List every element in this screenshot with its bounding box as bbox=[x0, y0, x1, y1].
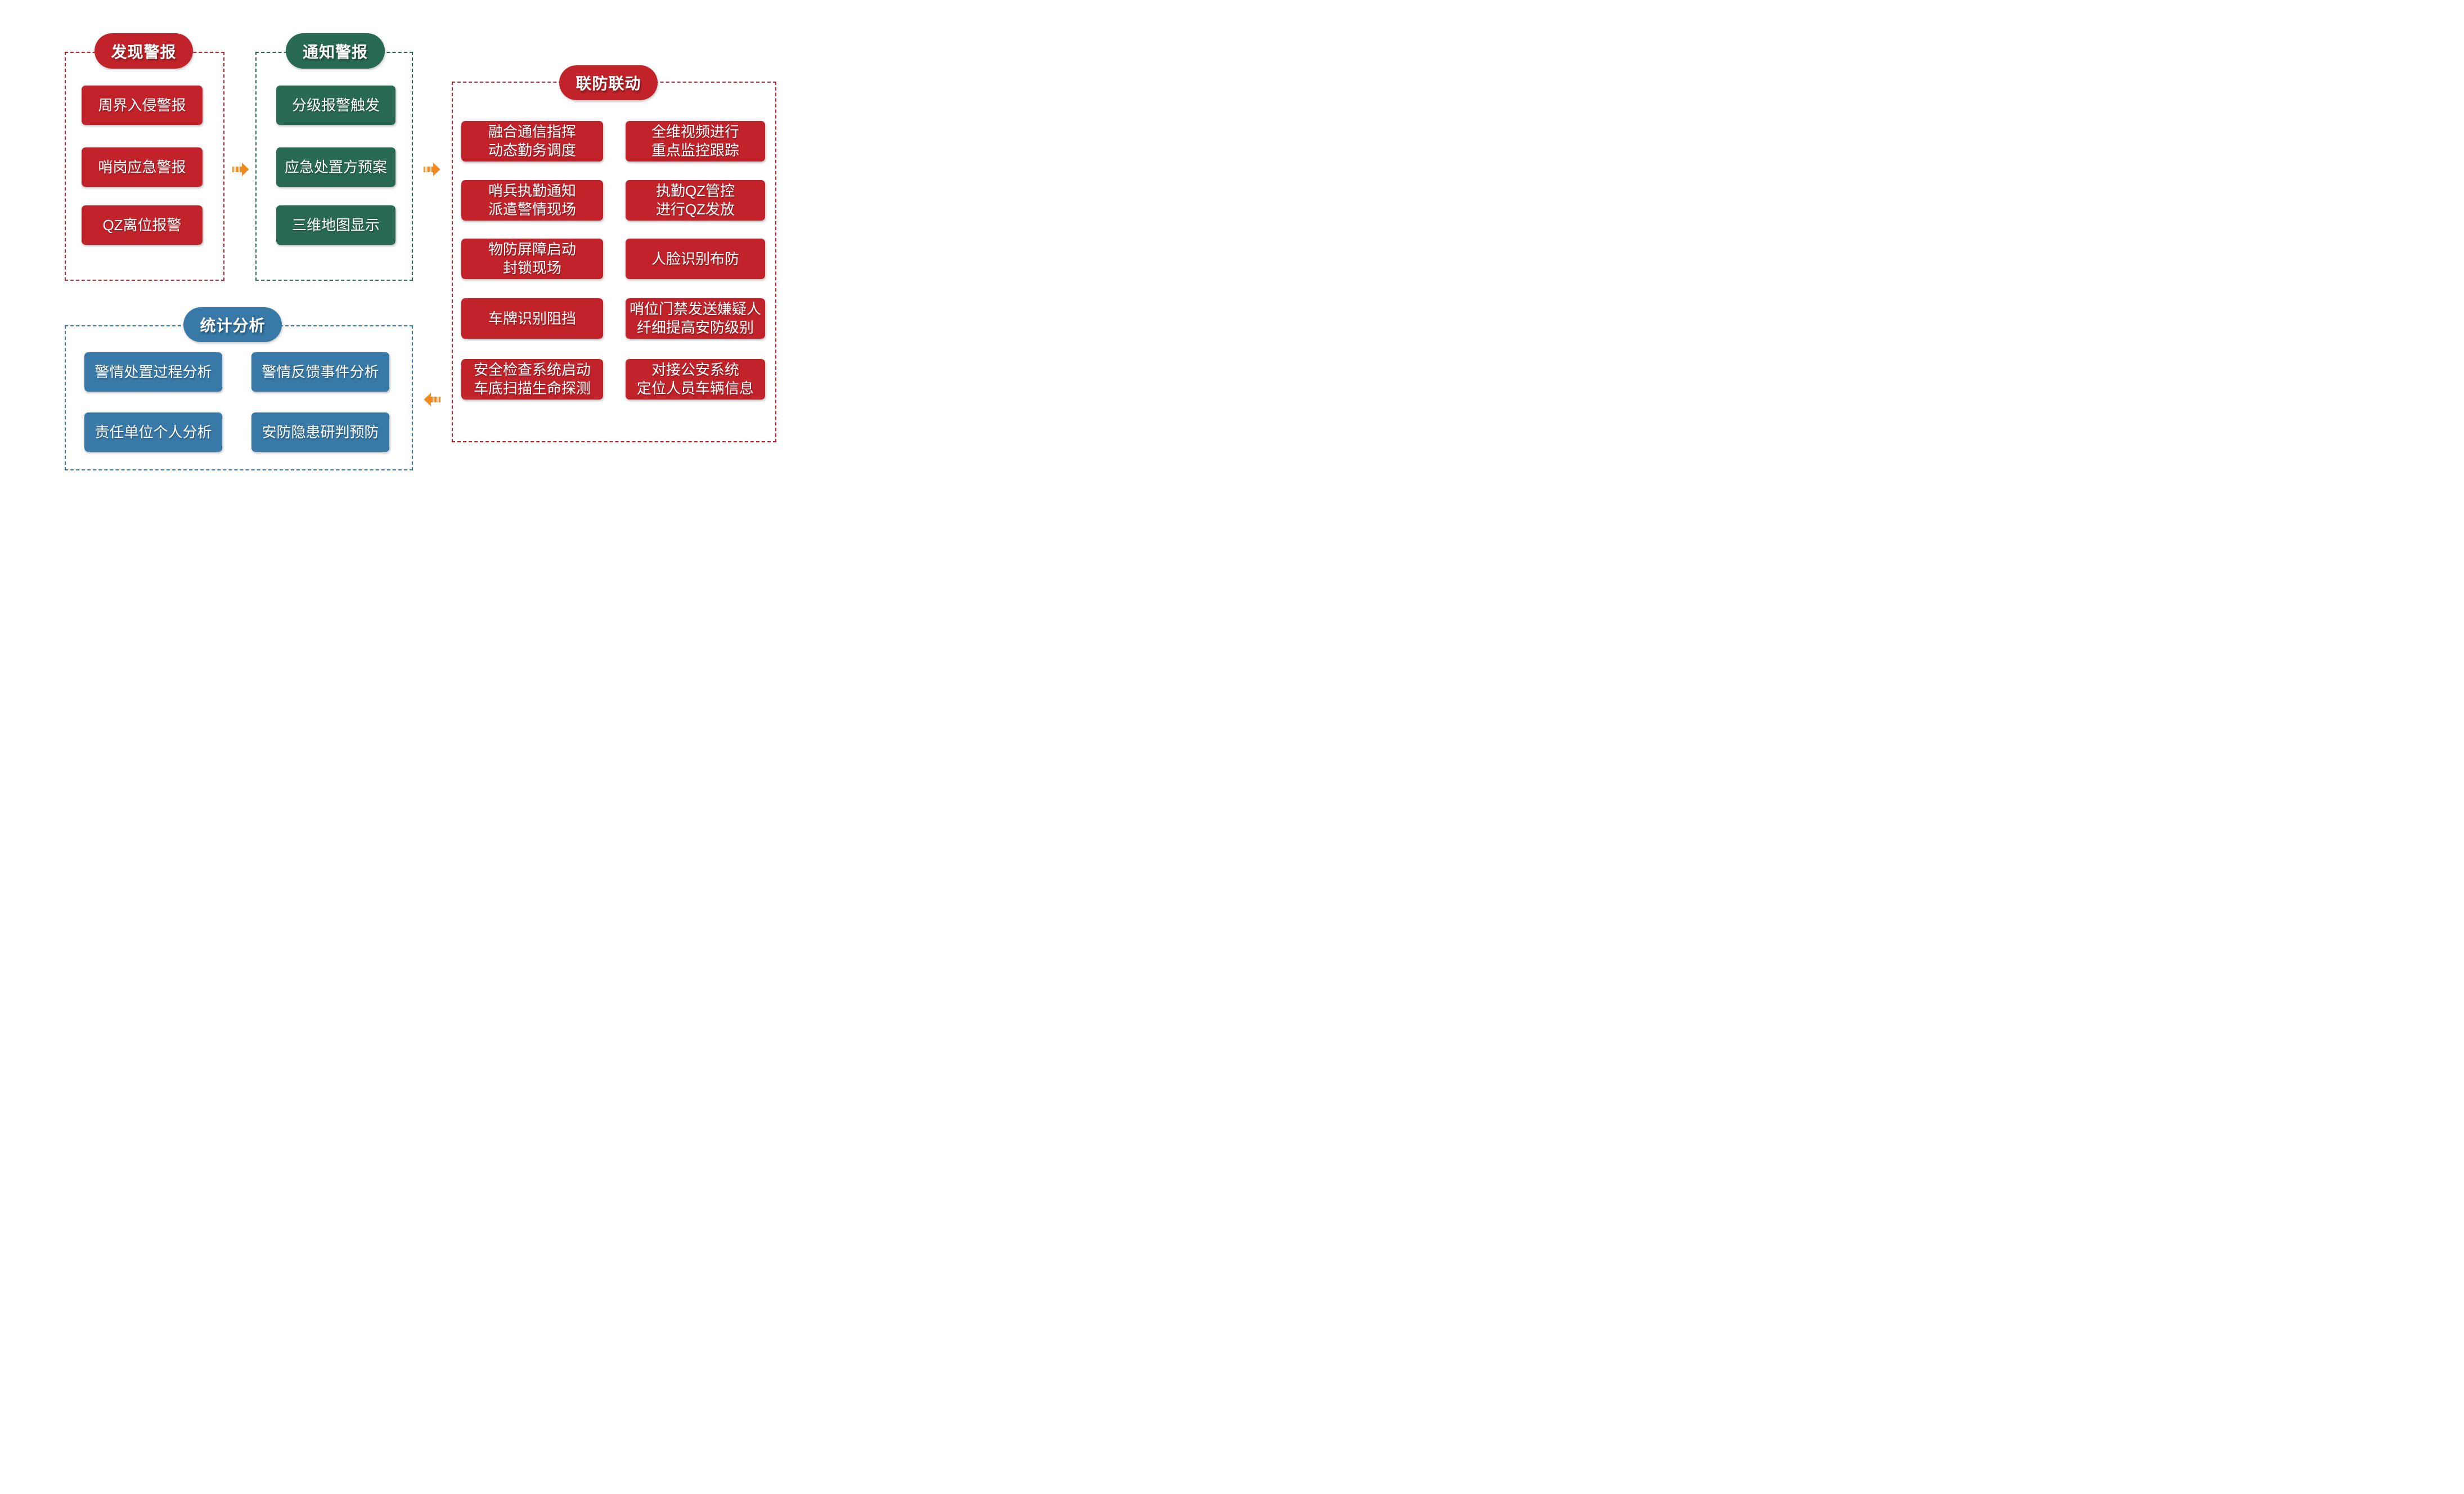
node-label: 哨岗应急警报 bbox=[98, 158, 186, 176]
node-label-line1: 对接公安系统 bbox=[651, 361, 739, 378]
node-label: 应急处置方预案 bbox=[284, 158, 387, 176]
node-face-recognition-deploy: 人脸识别布防 bbox=[626, 239, 765, 279]
node-label-line1: 人脸识别布防 bbox=[651, 250, 739, 267]
discover-title-label: 发现警报 bbox=[111, 43, 177, 61]
node-label-line2: 封锁现场 bbox=[502, 259, 561, 276]
node-label: 警情处置过程分析 bbox=[95, 363, 212, 380]
node-label: 周界入侵警报 bbox=[98, 96, 186, 114]
node-label-line2: 进行QZ发放 bbox=[655, 201, 735, 218]
node-label-line2: 派遣警情现场 bbox=[488, 201, 576, 218]
node-label: 警情反馈事件分析 bbox=[262, 363, 379, 380]
flow-arrow-left-icon bbox=[424, 392, 440, 407]
notify-title-label: 通知警报 bbox=[302, 43, 368, 61]
diagram-canvas: 发现警报 周界入侵警报 哨岗应急警报 QZ离位报警 通知警报 分级报警触发 应急… bbox=[0, 0, 821, 498]
stats-section-title: 统计分析 bbox=[183, 307, 282, 342]
stats-title-label: 统计分析 bbox=[200, 317, 266, 334]
node-physical-barrier-lockdown: 物防屏障启动 封锁现场 bbox=[461, 239, 603, 279]
node-label-line2: 车底扫描生命探测 bbox=[473, 380, 591, 397]
node-label: 三维地图显示 bbox=[291, 216, 380, 234]
discover-section-title: 发现警报 bbox=[95, 33, 193, 69]
node-emergency-response-plan: 应急处置方预案 bbox=[276, 147, 395, 187]
node-label-line1: 哨兵执勤通知 bbox=[488, 182, 576, 199]
node-label: 责任单位个人分析 bbox=[95, 423, 212, 441]
node-security-check-underbody-scan: 安全检查系统启动 车底扫描生命探测 bbox=[461, 359, 603, 400]
node-label-line1: 安全检查系统启动 bbox=[473, 361, 591, 378]
node-sentry-emergency-alarm: 哨岗应急警报 bbox=[82, 147, 203, 187]
node-label-line2: 纤细提高安防级别 bbox=[636, 319, 754, 336]
node-plate-recognition-block: 车牌识别阻挡 bbox=[461, 298, 603, 339]
node-responsible-unit-person-analysis: 责任单位个人分析 bbox=[84, 412, 222, 452]
node-label: 安防隐患研判预防 bbox=[262, 423, 379, 441]
node-police-system-link: 对接公安系统 定位人员车辆信息 bbox=[626, 359, 765, 400]
node-label-line2: 动态勤务调度 bbox=[488, 142, 576, 159]
node-label: QZ离位报警 bbox=[102, 216, 182, 234]
flow-arrow-right-icon bbox=[424, 162, 440, 177]
node-label-line1: 融合通信指挥 bbox=[488, 123, 576, 140]
node-label-line1: 车牌识别阻挡 bbox=[488, 309, 576, 327]
node-fusion-comms-dispatch: 融合通信指挥 动态勤务调度 bbox=[461, 121, 603, 161]
node-label-line2: 定位人员车辆信息 bbox=[636, 380, 754, 397]
node-alarm-handling-process-analysis: 警情处置过程分析 bbox=[84, 352, 222, 392]
node-graded-alarm-trigger: 分级报警触发 bbox=[276, 86, 395, 125]
node-label-line1: 全维视频进行 bbox=[651, 123, 739, 140]
node-label-line2: 重点监控跟踪 bbox=[651, 142, 739, 159]
node-sentry-duty-notify: 哨兵执勤通知 派遣警情现场 bbox=[461, 180, 603, 221]
node-panoramic-video-tracking: 全维视频进行 重点监控跟踪 bbox=[626, 121, 765, 161]
joint-section-title: 联防联动 bbox=[559, 65, 658, 100]
node-label-line1: 执勤QZ管控 bbox=[655, 182, 735, 199]
node-qz-duty-control: 执勤QZ管控 进行QZ发放 bbox=[626, 180, 765, 221]
node-gate-suspect-alert: 哨位门禁发送嫌疑人 纤细提高安防级别 bbox=[626, 298, 765, 339]
node-alarm-feedback-event-analysis: 警情反馈事件分析 bbox=[251, 352, 389, 392]
node-label-line1: 哨位门禁发送嫌疑人 bbox=[629, 300, 761, 317]
flow-arrow-right-icon bbox=[232, 162, 249, 177]
joint-title-label: 联防联动 bbox=[575, 75, 641, 92]
node-label: 分级报警触发 bbox=[291, 96, 380, 114]
node-perimeter-intrusion-alarm: 周界入侵警报 bbox=[82, 86, 203, 125]
notify-section-title: 通知警报 bbox=[286, 33, 385, 69]
node-security-risk-research-prevention: 安防隐患研判预防 bbox=[251, 412, 389, 452]
node-qz-offpost-alarm: QZ离位报警 bbox=[82, 205, 203, 245]
node-3d-map-display: 三维地图显示 bbox=[276, 205, 395, 245]
node-label-line1: 物防屏障启动 bbox=[488, 241, 576, 258]
